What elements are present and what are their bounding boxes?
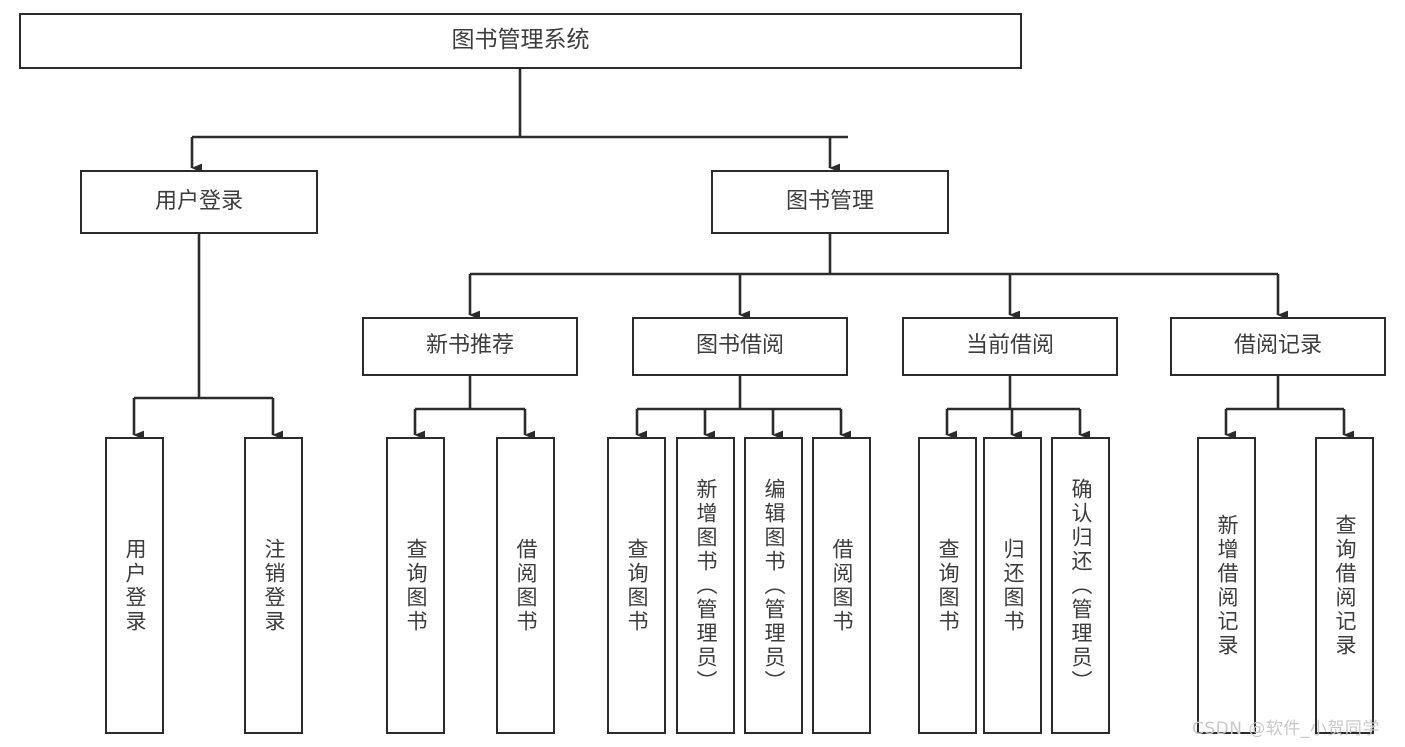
node-label: 归还图书	[1001, 537, 1025, 634]
leaf-borrow-book[interactable]: 借阅图书	[812, 437, 871, 734]
leaf-add-borrow-record[interactable]: 新增借阅记录	[1197, 437, 1256, 734]
leaf-edit-book-admin[interactable]: 编辑图书（管理员）	[744, 437, 803, 734]
node-label: 图书管理系统	[451, 27, 590, 54]
node-root-system[interactable]: 图书管理系统	[19, 13, 1022, 69]
node-current-borrow[interactable]: 当前借阅	[902, 317, 1118, 376]
node-label: 用户登录	[154, 188, 243, 214]
node-label: 借阅图书	[830, 537, 854, 634]
leaf-query-book-current[interactable]: 查询图书	[918, 437, 977, 734]
node-book-borrow[interactable]: 图书借阅	[632, 317, 848, 376]
leaf-add-book-admin[interactable]: 新增图书（管理员）	[676, 437, 735, 734]
leaf-return-book[interactable]: 归还图书	[983, 437, 1042, 734]
node-label: 查询图书	[404, 537, 428, 634]
leaf-query-book-recommend[interactable]: 查询图书	[386, 437, 445, 734]
leaf-borrow-book-recommend[interactable]: 借阅图书	[496, 437, 555, 734]
node-label: 查询借阅记录	[1333, 513, 1357, 658]
node-label: 借阅图书	[514, 537, 538, 634]
leaf-query-borrow-record[interactable]: 查询借阅记录	[1315, 437, 1374, 734]
node-label: 图书借阅	[695, 333, 784, 359]
node-label: 编辑图书（管理员）	[762, 477, 786, 694]
node-book-management[interactable]: 图书管理	[711, 170, 949, 234]
leaf-user-login[interactable]: 用户登录	[105, 437, 164, 734]
node-label: 新书推荐	[425, 333, 514, 359]
leaf-logout[interactable]: 注销登录	[244, 437, 303, 734]
node-new-book-recommend[interactable]: 新书推荐	[362, 317, 578, 376]
node-label: 查询图书	[936, 537, 960, 634]
node-user-login[interactable]: 用户登录	[80, 170, 318, 234]
csdn-watermark: CSDN @软件_小贺同学	[1192, 719, 1380, 739]
node-label: 注销登录	[262, 537, 286, 634]
node-label: 当前借阅	[965, 333, 1054, 359]
leaf-confirm-return-admin[interactable]: 确认归还（管理员）	[1051, 437, 1110, 734]
node-label: 新增借阅记录	[1215, 513, 1239, 658]
node-label: 用户登录	[123, 537, 147, 634]
node-label: 确认归还（管理员）	[1069, 477, 1093, 694]
node-label: 查询图书	[625, 537, 649, 634]
node-label: 借阅记录	[1233, 333, 1322, 359]
node-label: 新增图书（管理员）	[694, 477, 718, 694]
leaf-query-book-borrow[interactable]: 查询图书	[607, 437, 666, 734]
node-borrow-record[interactable]: 借阅记录	[1170, 317, 1386, 376]
node-label: 图书管理	[785, 188, 874, 214]
